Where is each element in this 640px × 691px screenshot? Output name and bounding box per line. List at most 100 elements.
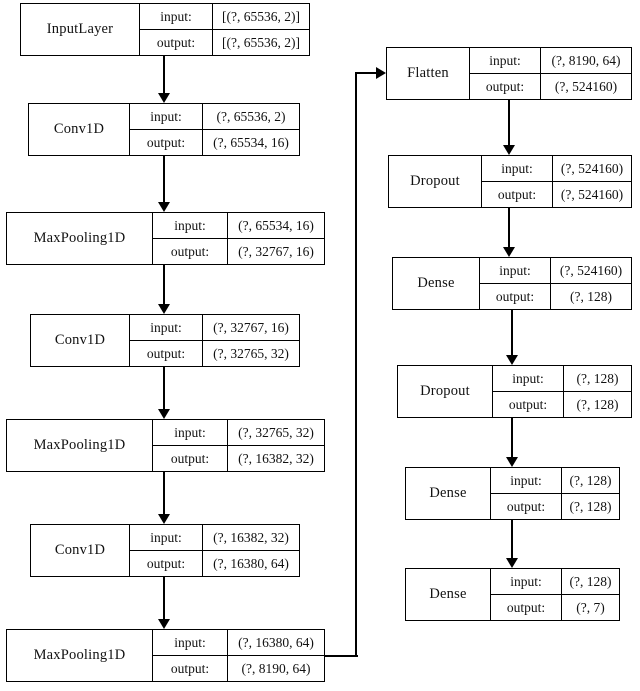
layer-name-dropout-1: Dropout xyxy=(410,173,460,189)
layer-io-table-dense-2: input:(?, 128) output: (?, 128) xyxy=(490,468,619,519)
input-shape-conv1d-3: (?, 16382, 32) xyxy=(202,525,299,550)
arrowhead-down-icon-maxpooling1d-3 xyxy=(157,619,170,629)
layer-output-row-dense-2: output: (?, 128) xyxy=(491,494,619,519)
input-label-conv1d-3: input: xyxy=(150,529,182,545)
layer-name-conv1d-2: Conv1D xyxy=(54,332,106,348)
output-label-conv1d-1: output: xyxy=(146,134,186,150)
layer-output-row-conv1d-3: output: (?, 16380, 64) xyxy=(130,551,299,576)
arrowhead-down-icon-dense-3 xyxy=(505,558,518,568)
layer-output-row-maxpooling1d-2: output:(?, 16382, 32) xyxy=(153,446,324,471)
output-shape-dense-2: (?, 128) xyxy=(561,494,619,519)
edge-conv1d-3-to-maxpooling1d-3 xyxy=(162,577,166,620)
output-shape-flatten: (?, 524160) xyxy=(540,74,631,99)
output-shape-conv1d-3: (?, 16380, 64) xyxy=(202,551,299,576)
layer-name-dropout-2: Dropout xyxy=(420,383,470,399)
output-shape-conv1d-2: (?, 32765, 32) xyxy=(202,341,299,366)
output-label-maxpooling1d-1: output: xyxy=(170,243,210,259)
input-shape-dense-1: (?, 524160) xyxy=(550,258,631,283)
layer-input-row-input-layer: input: [(?, 65536, 2)] xyxy=(140,4,309,30)
output-shape-dense-1: (?, 128) xyxy=(550,284,631,309)
layer-name-dense-3: Dense xyxy=(429,586,467,602)
input-shape-input-layer: [(?, 65536, 2)] xyxy=(212,4,309,29)
edge-flatten-to-dropout-1 xyxy=(507,100,511,146)
layer-name-conv1d-3: Conv1D xyxy=(54,542,106,558)
edge-maxpooling1d-3-to-flatten-segment-in xyxy=(354,71,377,75)
output-label-dense-2: output: xyxy=(506,498,546,514)
input-shape-dropout-1: (?, 524160) xyxy=(552,156,631,181)
layer-input-row-dense-2: input:(?, 128) xyxy=(491,468,619,494)
layer-node-conv1d-3[interactable]: Conv1D input: (?, 16382, 32) output: (?, 163… xyxy=(30,524,300,577)
layer-output-row-dense-1: output:(?, 128) xyxy=(480,284,631,309)
arrowhead-down-icon-conv1d-2 xyxy=(157,304,170,314)
edge-maxpooling1d-3-to-flatten-segment-up xyxy=(354,73,358,656)
input-label-conv1d-2: input: xyxy=(150,319,182,335)
layer-input-row-dense-1: input: (?, 524160) xyxy=(480,258,631,284)
input-shape-conv1d-1: (?, 65536, 2) xyxy=(202,104,299,129)
layer-node-dropout-1[interactable]: Dropout input: (?, 524160) output: (?, 52416… xyxy=(388,155,632,208)
edge-maxpooling1d-2-to-conv1d-3 xyxy=(162,472,166,515)
input-shape-maxpooling1d-2: (?, 32765, 32) xyxy=(227,420,324,445)
input-label-dense-3: input: xyxy=(510,573,542,589)
layer-output-row-dense-3: output: (?, 7) xyxy=(491,595,619,620)
output-label-dense-3: output: xyxy=(506,599,546,615)
input-label-maxpooling1d-2: input: xyxy=(174,424,206,440)
output-shape-conv1d-1: (?, 65534, 16) xyxy=(202,130,299,155)
layer-io-table-flatten: input: (?, 8190, 64) output: (?, 524160) xyxy=(469,48,631,99)
layer-name-maxpooling1d-3: MaxPooling1D xyxy=(33,647,126,663)
layer-io-table-dense-3: input:(?, 128)output:(?, 7) xyxy=(490,569,619,620)
edge-dense-2-to-dense-3 xyxy=(510,520,514,559)
input-label-flatten: input: xyxy=(489,52,521,68)
layer-input-row-maxpooling1d-1: input: (?, 65534, 16) xyxy=(153,213,324,239)
output-label-maxpooling1d-3: output: xyxy=(170,660,210,676)
input-label-conv1d-1: input: xyxy=(150,108,182,124)
layer-output-row-maxpooling1d-3: output:(?, 8190, 64) xyxy=(153,656,324,681)
output-label-dropout-1: output: xyxy=(497,186,537,202)
layer-io-table-maxpooling1d-2: input: (?, 32765, 32)output:(?, 16382, 32… xyxy=(152,420,324,471)
input-label-dropout-1: input: xyxy=(501,160,533,176)
output-shape-input-layer: [(?, 65536, 2)] xyxy=(212,30,309,55)
input-label-input-layer: input: xyxy=(160,8,192,24)
layer-io-table-conv1d-1: input: (?, 65536, 2) output: (?, 65534, 16) xyxy=(129,104,299,155)
layer-input-row-conv1d-2: input:(?, 32767, 16) xyxy=(130,315,299,341)
layer-io-table-conv1d-2: input:(?, 32767, 16) output: (?, 32765, 32… xyxy=(129,315,299,366)
arrowhead-down-icon-dropout-2 xyxy=(505,355,518,365)
output-shape-dense-3: (?, 7) xyxy=(561,595,619,620)
output-label-conv1d-2: output: xyxy=(146,345,186,361)
edge-conv1d-2-to-maxpooling1d-2 xyxy=(162,367,166,410)
arrowhead-down-icon-maxpooling1d-1 xyxy=(157,202,170,212)
output-shape-dropout-1: (?, 524160) xyxy=(552,182,631,207)
edge-maxpooling1d-3-to-flatten-segment-right xyxy=(325,654,359,658)
layer-node-conv1d-2[interactable]: Conv1D input:(?, 32767, 16) output: (?, 327… xyxy=(30,314,300,367)
input-shape-flatten: (?, 8190, 64) xyxy=(540,48,631,73)
layer-name-conv1d-1: Conv1D xyxy=(53,121,105,137)
layer-node-flatten[interactable]: Flatten input: (?, 8190, 64) output: (?, 524… xyxy=(386,47,632,100)
layer-io-table-maxpooling1d-1: input:(?, 65534, 16)output:(?, 32767, 16… xyxy=(152,213,324,264)
layer-name-flatten: Flatten xyxy=(407,65,449,81)
layer-input-row-flatten: input: (?, 8190, 64) xyxy=(470,48,631,74)
layer-node-conv1d-1[interactable]: Conv1D input: (?, 65536, 2) output: (?, 6553… xyxy=(28,103,300,156)
edge-input-layer-to-conv1d-1 xyxy=(162,56,166,94)
layer-output-row-input-layer: output:[(?, 65536, 2)] xyxy=(140,30,309,55)
arrowhead-down-icon-dense-2 xyxy=(505,457,518,467)
input-label-dropout-2: input: xyxy=(512,370,544,386)
input-label-maxpooling1d-1: input: xyxy=(174,217,206,233)
input-shape-maxpooling1d-1: (?, 65534, 16) xyxy=(227,213,324,238)
input-label-dense-1: input: xyxy=(499,262,531,278)
output-label-flatten: output: xyxy=(485,78,525,94)
arrowhead-down-icon-conv1d-3 xyxy=(157,514,170,524)
edge-dense-1-to-dropout-2 xyxy=(510,310,514,356)
layer-output-row-dropout-1: output: (?, 524160) xyxy=(482,182,631,207)
layer-output-row-dropout-2: output:(?, 128) xyxy=(493,392,631,417)
input-label-maxpooling1d-3: input: xyxy=(174,634,206,650)
arrowhead-right-icon-flatten xyxy=(376,66,386,79)
arrowhead-down-icon-dense-1 xyxy=(502,247,515,257)
output-label-conv1d-3: output: xyxy=(146,555,186,571)
